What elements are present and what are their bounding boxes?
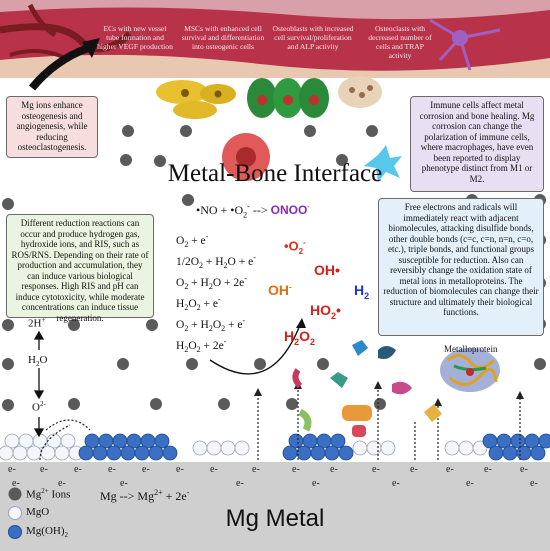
radicals-box: Free electrons and radicals will immedia… <box>378 198 544 336</box>
msc-cells <box>156 80 236 119</box>
proton-label: 2H+ <box>28 316 46 330</box>
electron: e- <box>252 464 260 475</box>
osteoblast-cells <box>247 78 329 118</box>
reaction-6: H2O2 + 2e- <box>176 337 227 355</box>
electron: e- <box>372 464 380 475</box>
legend-mgoh2: Mg(OH)2 <box>26 525 68 540</box>
electron: e- <box>40 464 48 475</box>
page-title: Metal-Bone Interface <box>167 160 383 187</box>
electron: e- <box>176 464 184 475</box>
flow-arrow <box>28 44 90 91</box>
electron: e- <box>108 464 116 475</box>
biomolecules <box>292 340 442 437</box>
legend-mgo: MgO <box>26 506 50 518</box>
oxide-label: O2- <box>32 400 46 414</box>
electron: e- <box>210 464 218 475</box>
electron: e- <box>410 464 418 475</box>
blood-vessel <box>0 23 133 53</box>
hydroxyl-radical: OH• <box>314 262 340 278</box>
electron: e- <box>12 478 20 489</box>
reaction-1: O2 + e- <box>176 232 209 250</box>
band-label-mscs: MSCs with enhanced cell survival and dif… <box>181 24 265 51</box>
reaction-3: O2 + H2O + 2e- <box>176 274 247 292</box>
hydrogen-peroxide: H2O2 <box>284 328 316 347</box>
mgo-layer <box>0 433 488 461</box>
neuron-cell <box>429 18 501 71</box>
electron: e- <box>312 478 320 489</box>
reaction-5: O2 + H2O2 + e- <box>176 316 246 334</box>
immune-box: Immune cells affect metal corrosion and … <box>410 96 544 192</box>
electron: e- <box>236 478 244 489</box>
electron: e- <box>520 464 528 475</box>
electron: e- <box>330 464 338 475</box>
electron: e- <box>484 464 492 475</box>
electron: e- <box>292 464 300 475</box>
legend-mg-dot <box>8 487 22 501</box>
electron: e- <box>392 478 400 489</box>
reduction-box: Different reduction reactions can occur … <box>6 214 154 323</box>
band-label-osteoblasts: Osteoblasts with increased cell survival… <box>272 24 354 51</box>
band-label-osteoclasts: Osteoclasts with decreased number of cel… <box>368 24 432 60</box>
legend-mgoh2-dot <box>8 525 22 539</box>
water-label: H2O <box>28 354 48 369</box>
electron: e- <box>466 478 474 489</box>
metalloprotein-label: Metalloprotein <box>444 344 498 354</box>
superoxide-radical: •O2- <box>284 238 306 256</box>
metal-block <box>0 462 550 551</box>
immune-cell-spiky <box>364 145 402 182</box>
hydrogen-gas: H2 <box>354 282 370 301</box>
tissue-texture <box>0 0 550 20</box>
metalloprotein-structure <box>440 348 500 392</box>
left-chain-arrows <box>33 330 45 438</box>
electron: e- <box>530 478 538 489</box>
metal-label: Mg Metal <box>225 505 325 532</box>
reaction-2: 1/2O2 + H2O + e- <box>176 253 256 271</box>
legend-mgo-dot <box>8 506 22 520</box>
electron-arrowheads <box>254 381 524 406</box>
electron: e- <box>120 478 128 489</box>
electron: e- <box>142 464 150 475</box>
reaction-arrow <box>209 324 301 375</box>
nitro-reaction: •NO + •O2- --> ONOO- <box>196 202 310 220</box>
band-label-ecs: ECs with new vessel tube formation and h… <box>97 24 173 51</box>
hydroperoxyl-radical: HO2• <box>310 302 341 321</box>
reaction-4: H2O2 + e- <box>176 295 221 313</box>
osteoclast-cells <box>338 76 382 108</box>
legend-mg-ions: Mg2+ Ions <box>26 487 71 501</box>
mg-effect-box: Mg ions enhance osteogenesis and angioge… <box>6 96 98 158</box>
electron: e- <box>74 464 82 475</box>
electron: e- <box>58 478 66 489</box>
electron: e- <box>8 464 16 475</box>
electron: e- <box>446 464 454 475</box>
mg-oxidation-equation: Mg --> Mg2+ + 2e- <box>100 488 190 503</box>
mgoh2-layer <box>78 433 550 461</box>
hydroxide-ion: OH- <box>268 282 292 298</box>
